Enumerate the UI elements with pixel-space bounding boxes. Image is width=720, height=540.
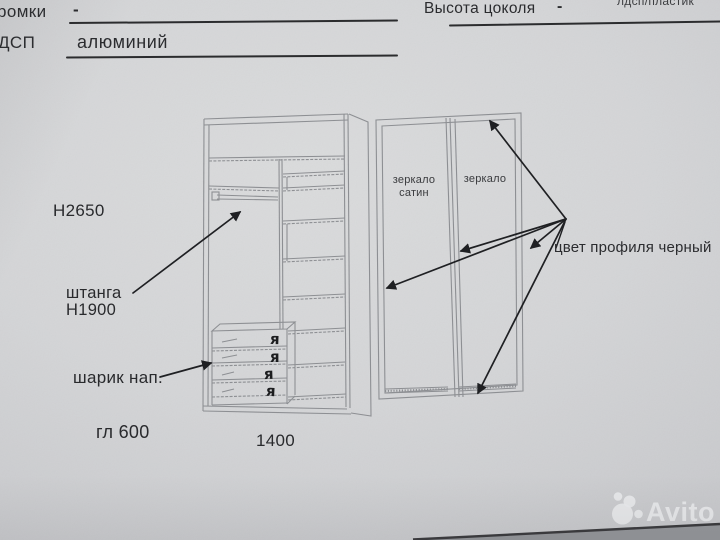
slides-arrow — [159, 360, 213, 378]
door1-label-line1: зеркало — [392, 174, 436, 186]
paper-edge — [412, 522, 720, 540]
rod-label-line2: Н1900 — [66, 301, 117, 319]
drawer-mark: я — [269, 329, 280, 349]
avito-logo-icon — [612, 492, 643, 525]
form-underlines — [66, 19, 720, 59]
height-dimension-label: Н2650 — [53, 201, 105, 220]
plinth-value: - — [557, 0, 563, 15]
profile-arrow-left — [385, 218, 567, 290]
profile-color-note: цвет профиля черный — [554, 239, 712, 256]
board-value: алюминий — [77, 32, 169, 52]
profile-note-leader — [555, 221, 566, 249]
profile-arrow-bottom — [477, 218, 567, 395]
drawer-mark: я — [270, 348, 280, 366]
doors-sketch — [375, 112, 524, 400]
edge-label: ромки — [0, 2, 47, 21]
width-dimension-label: 1400 — [256, 431, 296, 450]
plinth-label: Высота цоколя — [424, 0, 536, 17]
drawer-mark: я — [263, 364, 274, 384]
avito-watermark-text: Avito — [646, 497, 715, 527]
door2-material-label: зеркало — [463, 173, 507, 185]
rod-label-line1: штанга — [66, 284, 122, 302]
profile-arrow-center — [459, 218, 567, 254]
slides-label: шарик нап. — [73, 368, 163, 387]
edge-value: - — [73, 0, 79, 19]
drawer-mark: я — [265, 381, 277, 401]
profile-arrow-right — [529, 218, 567, 250]
door1-label-line2: сатин — [399, 187, 429, 199]
board-label: ДСП — [0, 33, 36, 52]
profile-arrow-top — [489, 119, 567, 220]
cabinet-sketch — [202, 113, 372, 417]
depth-dimension-label: гл 600 — [96, 422, 150, 442]
top-right-note: лдсп/пластик — [617, 0, 695, 8]
rod-arrow — [132, 211, 242, 294]
annotation-arrows — [132, 119, 567, 395]
